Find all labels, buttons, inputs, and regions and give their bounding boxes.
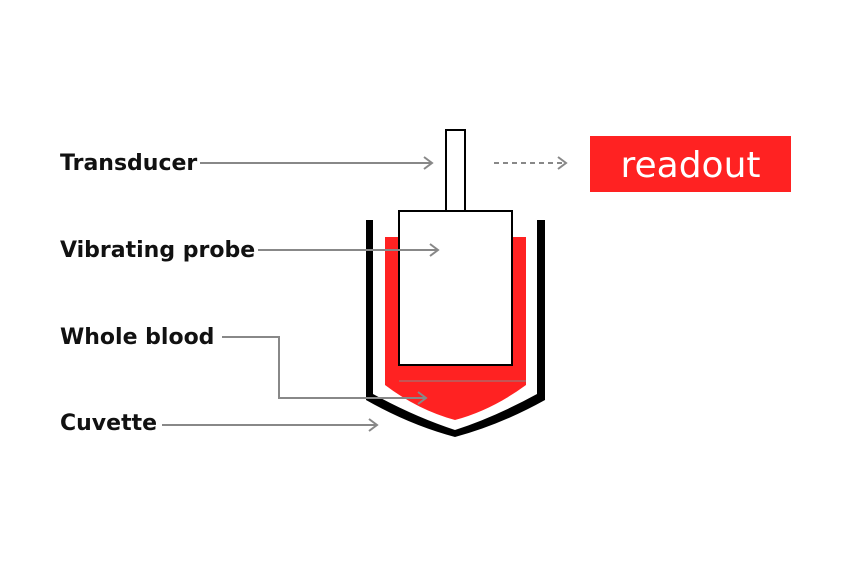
- leader-vibrating-probe: [258, 243, 440, 257]
- leader-cuvette: [162, 418, 379, 432]
- label-transducer: Transducer: [60, 151, 197, 176]
- leader-transducer: [200, 156, 434, 170]
- vibrating-probe: [398, 210, 513, 366]
- label-vibrating-probe: Vibrating probe: [60, 238, 255, 263]
- readout-arrow: [494, 156, 568, 170]
- label-cuvette: Cuvette: [60, 411, 157, 436]
- label-whole-blood: Whole blood: [60, 325, 214, 350]
- transducer-stem: [445, 129, 466, 212]
- readout-label: readout: [620, 145, 760, 186]
- leader-whole-blood: [222, 336, 428, 405]
- readout-box: [590, 136, 791, 192]
